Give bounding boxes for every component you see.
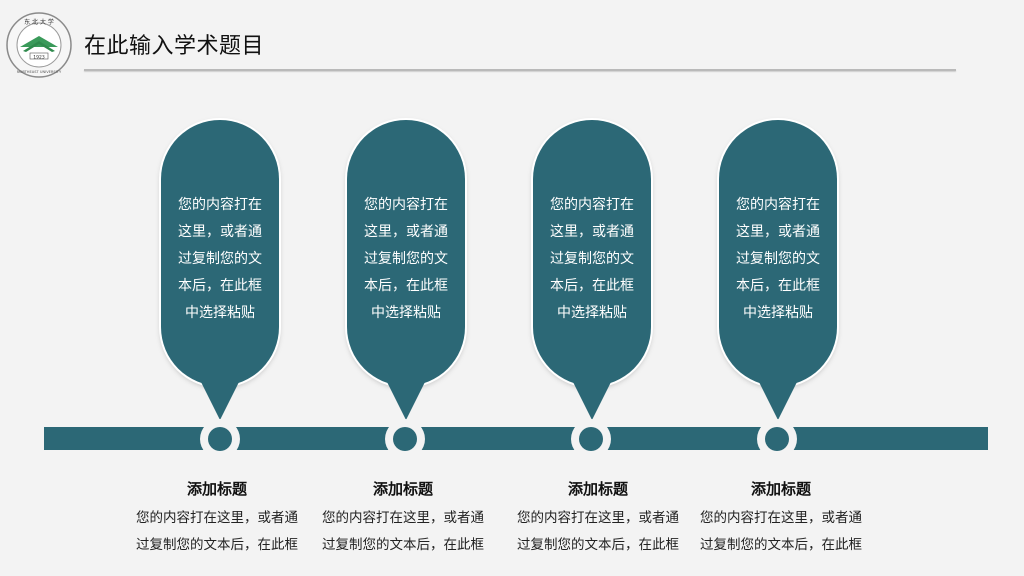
logo-top-text: 东 北 大 学 xyxy=(24,18,54,26)
timeline-node xyxy=(385,419,425,459)
bubble-pointer xyxy=(758,380,798,420)
logo-year: 1923 xyxy=(33,55,45,61)
bubble-text: 您的内容打在 这里，或者通 过复制您的文 本后，在此框 中选择粘贴 xyxy=(178,197,262,321)
card-text: 您的内容打在这里，或者通 过复制您的文本后，在此框 xyxy=(517,510,679,553)
timeline-node xyxy=(571,419,611,459)
page-title: 在此输入学术题目 xyxy=(84,34,265,59)
bubble-pointer xyxy=(572,380,612,420)
card-title: 添加标题 xyxy=(567,480,628,498)
title-divider xyxy=(84,69,956,71)
bubble-pointer xyxy=(200,380,240,420)
timeline-bar xyxy=(44,427,988,450)
card-text: 您的内容打在这里，或者通 过复制您的文本后，在此框 xyxy=(700,510,862,553)
timeline-node xyxy=(200,419,240,459)
card-title: 添加标题 xyxy=(372,480,433,498)
speech-bubble: 您的内容打在 这里，或者通 过复制您的文 本后，在此框 中选择粘贴 xyxy=(719,120,837,420)
bubble-text: 您的内容打在 这里，或者通 过复制您的文 本后，在此框 中选择粘贴 xyxy=(736,197,820,321)
speech-bubble: 您的内容打在 这里，或者通 过复制您的文 本后，在此框 中选择粘贴 xyxy=(533,120,651,420)
speech-bubble: 您的内容打在 这里，或者通 过复制您的文 本后，在此框 中选择粘贴 xyxy=(347,120,465,420)
university-seal-icon: 东 北 大 学 1923 NORTHEAST UNIVERSITY xyxy=(6,12,72,78)
bubble-pointer xyxy=(386,380,426,420)
card-text: 您的内容打在这里，或者通 过复制您的文本后，在此框 xyxy=(322,510,484,553)
card-text: 您的内容打在这里，或者通 过复制您的文本后，在此框 xyxy=(136,510,298,553)
card-title: 添加标题 xyxy=(750,480,811,498)
card-title: 添加标题 xyxy=(186,480,247,498)
bubble-text: 您的内容打在 这里，或者通 过复制您的文 本后，在此框 中选择粘贴 xyxy=(550,197,634,321)
logo-ring-text: NORTHEAST UNIVERSITY xyxy=(17,70,62,74)
speech-bubble: 您的内容打在 这里，或者通 过复制您的文 本后，在此框 中选择粘贴 xyxy=(161,120,279,420)
timeline-node xyxy=(757,419,797,459)
bubble-text: 您的内容打在 这里，或者通 过复制您的文 本后，在此框 中选择粘贴 xyxy=(364,197,448,321)
